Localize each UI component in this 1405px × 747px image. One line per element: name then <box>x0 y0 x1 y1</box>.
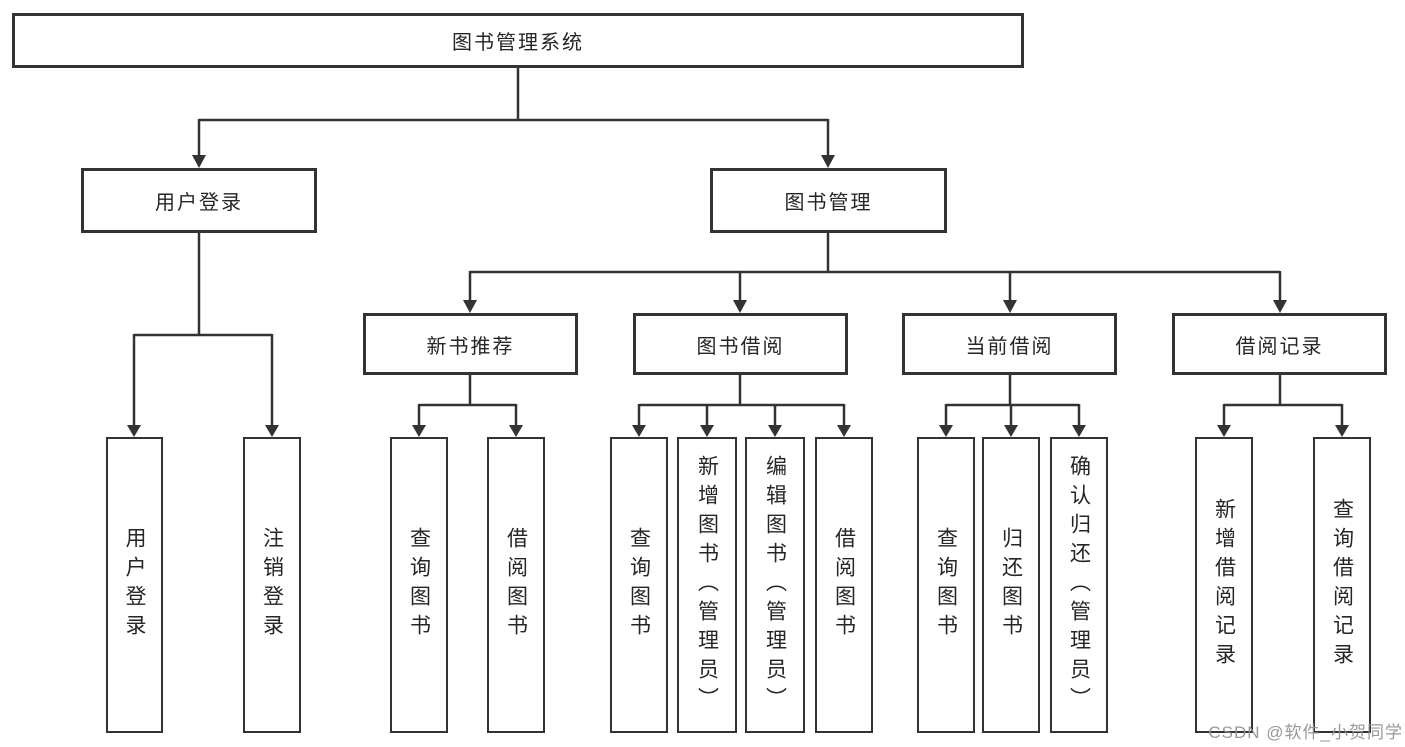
leaf-cb-return-book: 归还图书 <box>982 437 1040 733</box>
leaf-bb-add-book-label: 新增图书（管理员） <box>695 454 719 716</box>
connector-current-borrow-branch <box>939 375 1086 437</box>
leaf-bb-edit-book: 编辑图书（管理员） <box>745 437 805 733</box>
connector-book-borrow-branch <box>632 375 851 437</box>
arrowhead <box>733 300 747 313</box>
node-borrow-record-label: 借阅记录 <box>1235 335 1324 358</box>
arrowhead <box>192 155 206 168</box>
leaf-bb-borrow-book: 借阅图书 <box>815 437 873 733</box>
leaf-bb-edit-book-label: 编辑图书（管理员） <box>763 454 787 716</box>
node-current-borrow-label: 当前借阅 <box>965 335 1054 358</box>
arrowhead <box>509 425 523 437</box>
leaf-nbr-borrow-book-label: 借阅图书 <box>504 527 528 643</box>
node-book-management-label: 图书管理 <box>784 192 873 214</box>
arrowhead <box>632 425 646 437</box>
leaf-nbr-query-book-label: 查询图书 <box>407 527 431 643</box>
connector-book-management-branch <box>463 232 1287 313</box>
node-user-login-label: 用户登录 <box>155 192 243 214</box>
node-current-borrow: 当前借阅 <box>902 313 1117 375</box>
arrowhead <box>412 425 426 437</box>
leaf-logout: 注销登录 <box>243 437 301 733</box>
leaf-cb-return-book-label: 归还图书 <box>999 527 1023 643</box>
connector-user-login-branch <box>127 232 279 437</box>
leaf-cb-query-book: 查询图书 <box>917 437 975 733</box>
node-book-management: 图书管理 <box>710 168 947 233</box>
arrowhead <box>1217 425 1231 437</box>
leaf-br-add-record: 新增借阅记录 <box>1195 437 1253 733</box>
arrowhead <box>463 300 477 313</box>
leaf-br-add-record-label: 新增借阅记录 <box>1212 498 1236 672</box>
leaf-bb-borrow-book-label: 借阅图书 <box>832 527 856 643</box>
arrowhead <box>821 155 835 168</box>
leaf-nbr-query-book: 查询图书 <box>390 437 448 733</box>
connector-root-to-level2 <box>192 68 835 168</box>
leaf-cb-confirm-return-label: 确认归还（管理员） <box>1067 454 1091 716</box>
arrowhead <box>1273 300 1287 313</box>
arrowhead <box>939 425 953 437</box>
leaf-bb-add-book: 新增图书（管理员） <box>677 437 737 733</box>
node-root-label: 图书管理系统 <box>452 32 584 54</box>
leaf-user-login-label: 用户登录 <box>123 527 146 643</box>
node-borrow-record: 借阅记录 <box>1172 313 1387 375</box>
leaf-br-query-record-label: 查询借阅记录 <box>1330 498 1354 672</box>
leaf-cb-query-book-label: 查询图书 <box>934 527 958 643</box>
arrowhead <box>1335 425 1349 437</box>
csdn-watermark: CSDN @软件_小贺同学 <box>1208 723 1403 742</box>
node-new-book-recommend-label: 新书推荐 <box>426 335 515 358</box>
leaf-bb-query-book: 查询图书 <box>610 437 668 733</box>
arrowhead <box>837 425 851 437</box>
connector-borrow-record-branch <box>1217 375 1349 437</box>
leaf-bb-query-book-label: 查询图书 <box>627 527 651 643</box>
arrowhead <box>265 425 279 437</box>
leaf-logout-label: 注销登录 <box>260 527 284 643</box>
leaf-br-query-record: 查询借阅记录 <box>1313 437 1371 733</box>
arrowhead <box>127 425 141 437</box>
arrowhead <box>1003 300 1017 313</box>
connector-new-book-recommend-branch <box>412 375 523 437</box>
node-root: 图书管理系统 <box>12 13 1024 68</box>
arrowhead <box>1004 425 1018 437</box>
node-new-book-recommend: 新书推荐 <box>363 313 578 375</box>
node-user-login: 用户登录 <box>81 168 317 233</box>
arrowhead <box>1072 425 1086 437</box>
leaf-cb-confirm-return: 确认归还（管理员） <box>1050 437 1108 733</box>
arrowhead <box>700 425 714 437</box>
node-book-borrow: 图书借阅 <box>633 313 848 375</box>
node-book-borrow-label: 图书借阅 <box>696 335 785 358</box>
leaf-user-login: 用户登录 <box>106 437 163 733</box>
arrowhead <box>768 425 782 437</box>
leaf-nbr-borrow-book: 借阅图书 <box>487 437 545 733</box>
